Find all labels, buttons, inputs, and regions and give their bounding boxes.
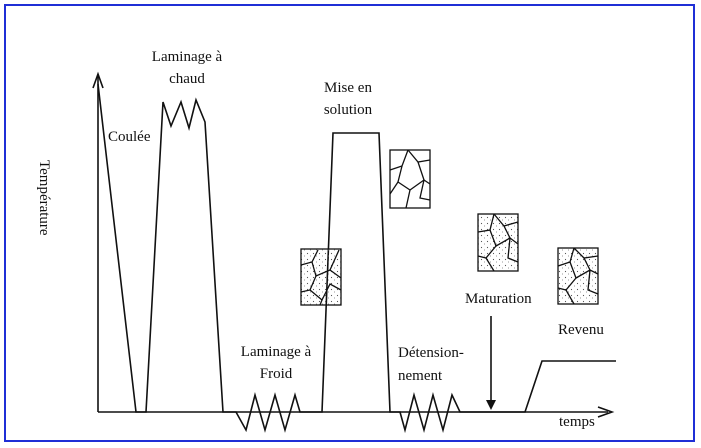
label-revenu: Revenu [558, 322, 604, 338]
x-axis-label: temps [559, 414, 595, 430]
microstructure-1 [300, 248, 342, 306]
process-curve [97, 83, 616, 434]
label-laminage-froid-2: Froid [259, 366, 293, 382]
label-coulee: Coulée [108, 129, 151, 145]
y-axis-label: Température [36, 160, 52, 236]
label-mise-en-solution-1: Mise en [324, 80, 372, 96]
y-axis-arrow [92, 71, 104, 89]
label-laminage-chaud-1: Laminage à [151, 49, 223, 65]
label-laminage-froid-1: Laminage à [240, 344, 312, 360]
label-detensionnement-2: nement [398, 368, 443, 384]
microstructure-4 [557, 247, 599, 305]
label-laminage-chaud-2: chaud [169, 71, 205, 87]
microstructure-2 [389, 149, 431, 209]
label-maturation: Maturation [465, 291, 532, 307]
diagram-frame [4, 4, 695, 442]
label-mise-en-solution-2: solution [323, 102, 373, 118]
microstructure-3 [477, 213, 519, 272]
label-detensionnement-1: Détension- [398, 345, 464, 361]
maturation-arrow-head [486, 400, 496, 410]
x-axis-arrow [597, 406, 615, 418]
